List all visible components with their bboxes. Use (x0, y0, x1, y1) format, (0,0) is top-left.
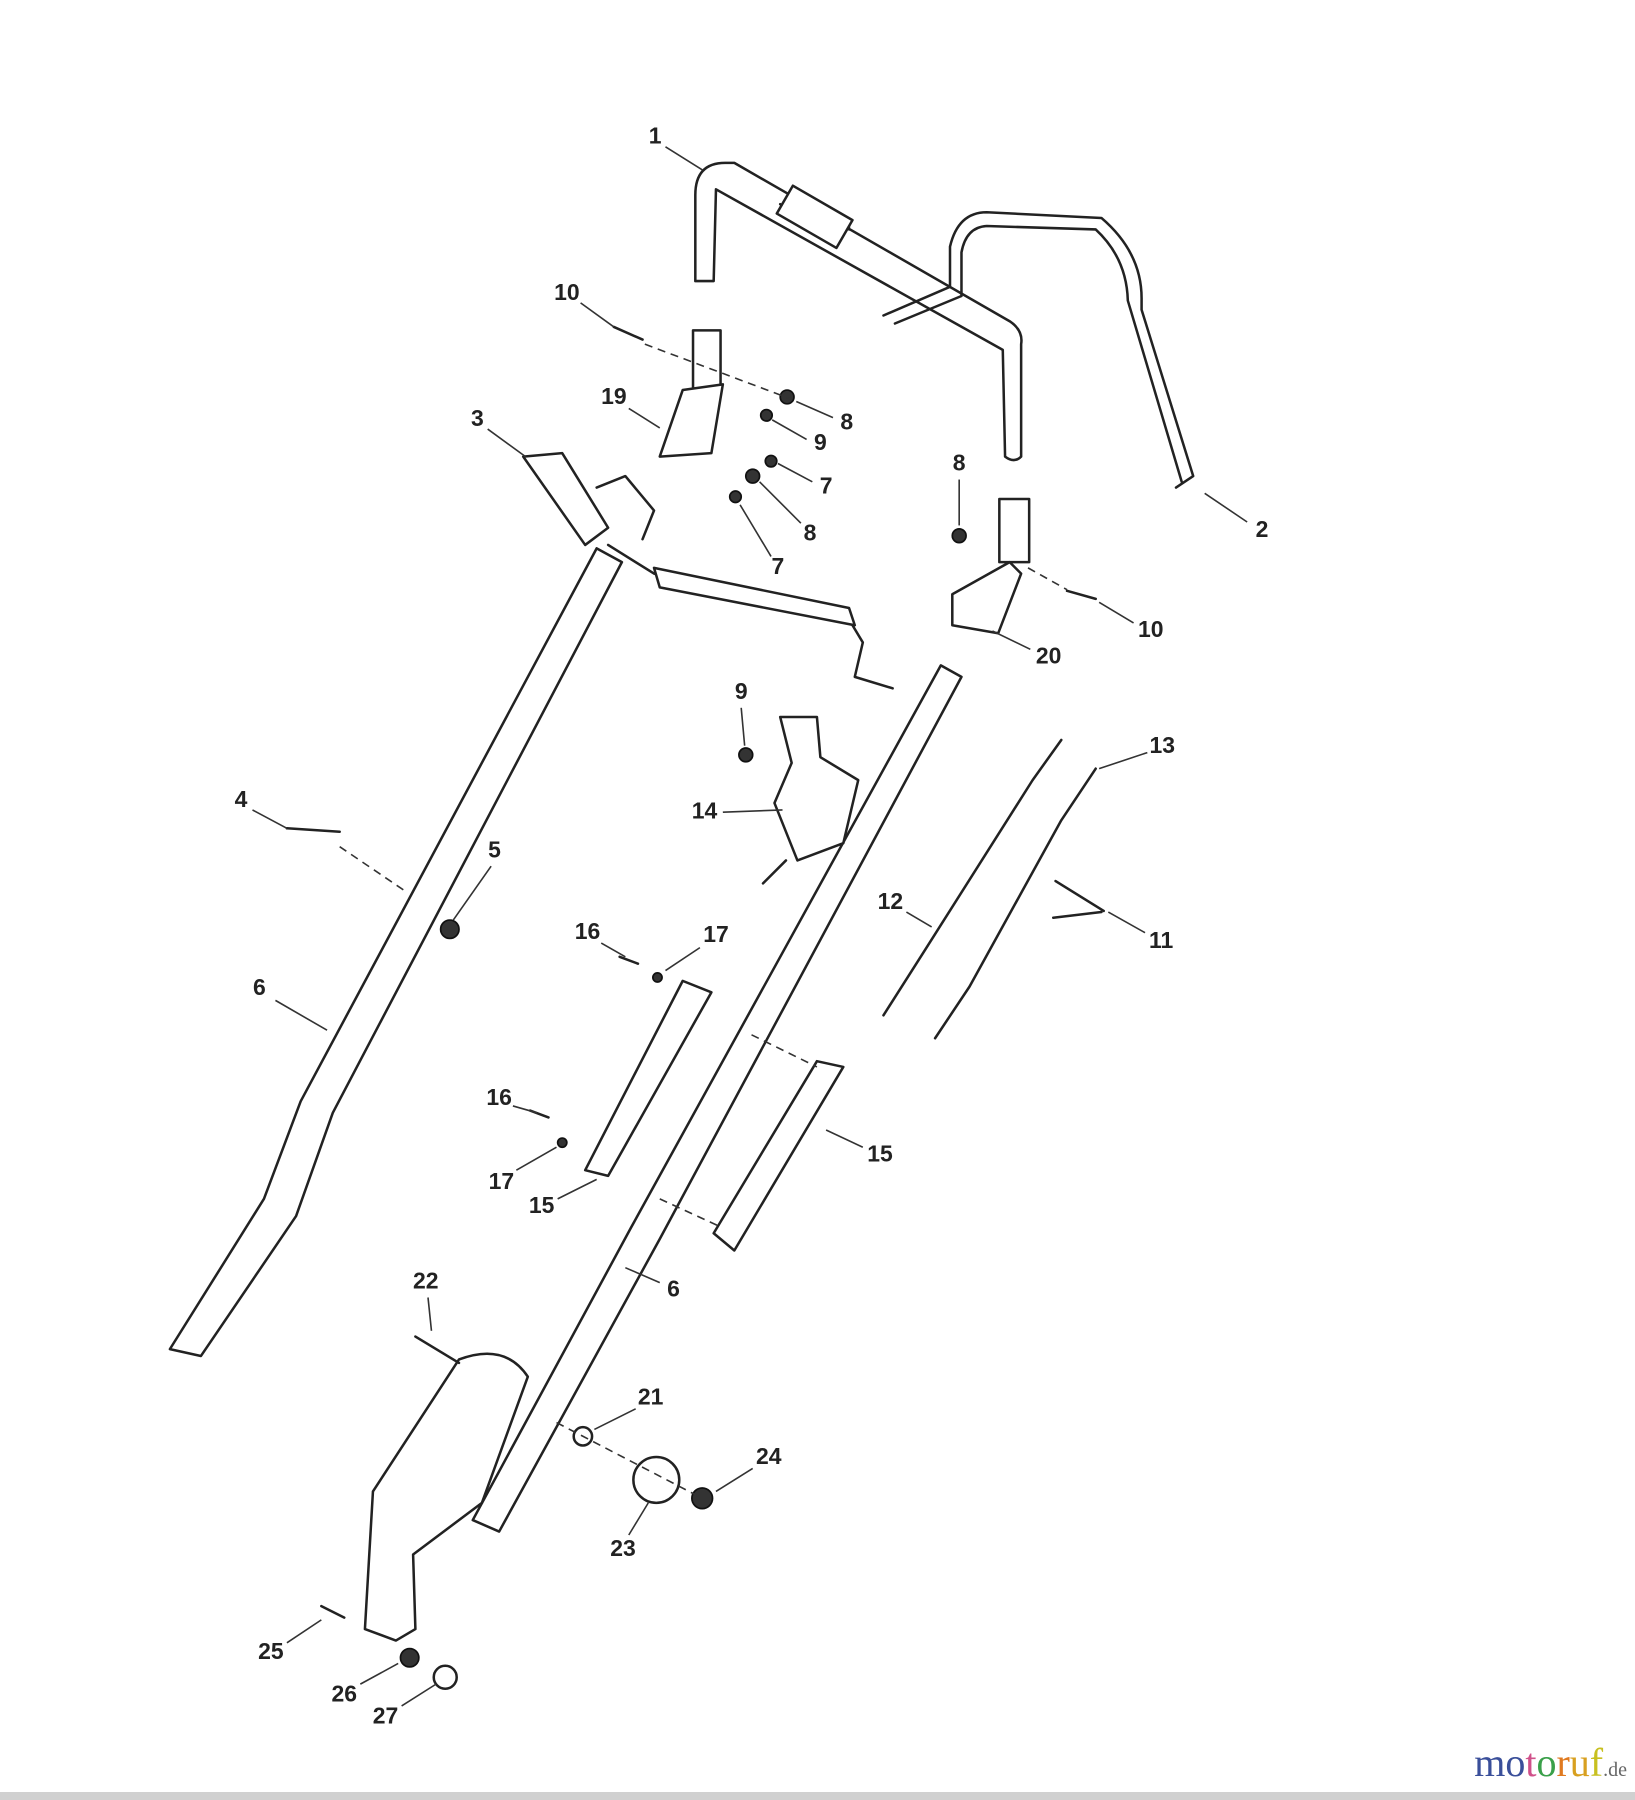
callout-4: 4 (235, 786, 288, 830)
svg-text:14: 14 (692, 797, 718, 823)
callout-6b: 6 (625, 1266, 680, 1302)
callout-8c: 8 (953, 450, 966, 526)
callout-5: 5 (452, 836, 501, 921)
callout-7b: 7 (739, 504, 785, 579)
svg-text:9: 9 (814, 429, 827, 455)
callout-19: 19 (601, 383, 661, 429)
svg-text:7: 7 (772, 553, 785, 579)
svg-text:10: 10 (1138, 616, 1164, 642)
svg-text:6: 6 (667, 1276, 680, 1302)
svg-text:22: 22 (413, 1268, 439, 1294)
svg-text:8: 8 (804, 520, 817, 546)
engine-control-lever (521, 451, 894, 690)
svg-text:21: 21 (638, 1384, 664, 1410)
callout-15b: 15 (529, 1178, 598, 1218)
callout-10b: 10 (1098, 601, 1164, 642)
callout-25: 25 (258, 1619, 322, 1664)
callout-17a: 17 (665, 921, 729, 972)
callout-24: 24 (715, 1443, 782, 1493)
svg-text:11: 11 (1149, 927, 1173, 953)
svg-text:20: 20 (1036, 642, 1062, 668)
callout-16a: 16 (575, 918, 626, 958)
hardware (285, 325, 1105, 1690)
callout-13: 13 (1098, 732, 1175, 770)
handle-clamp-right (951, 497, 1031, 635)
callout-27: 27 (373, 1683, 437, 1728)
callouts: 1 2 3 4 5 6 6 7 7 8 8 8 9 9 10 10 11 12 … (235, 123, 1269, 1729)
callout-11: 11 (1107, 911, 1173, 953)
callout-26: 26 (332, 1662, 399, 1707)
callout-7a: 7 (777, 462, 833, 499)
svg-text:13: 13 (1149, 732, 1175, 758)
bail-lever (882, 210, 1195, 489)
callout-3: 3 (471, 405, 527, 458)
cable-guide-rear (583, 979, 713, 1178)
upper-handle-bar (694, 161, 1023, 462)
callout-8b: 8 (758, 481, 817, 546)
svg-text:6: 6 (253, 974, 266, 1000)
svg-text:15: 15 (529, 1192, 555, 1218)
callout-10a: 10 (554, 279, 615, 328)
callout-12: 12 (878, 888, 933, 928)
callout-22: 22 (413, 1268, 439, 1331)
lower-handle-tube-left (168, 547, 624, 1358)
callout-9a: 9 (771, 419, 827, 455)
assembly-lines (339, 343, 1068, 1499)
svg-text:7: 7 (820, 473, 833, 499)
svg-text:10: 10 (554, 279, 580, 305)
bottom-border (0, 1792, 1635, 1800)
callout-9b: 9 (735, 678, 748, 746)
callout-23: 23 (610, 1502, 649, 1561)
svg-text:23: 23 (610, 1535, 636, 1561)
callout-2: 2 (1204, 492, 1269, 542)
svg-text:16: 16 (575, 918, 601, 944)
callout-20: 20 (992, 630, 1062, 668)
svg-text:17: 17 (489, 1168, 515, 1194)
callout-15a: 15 (825, 1129, 893, 1166)
rear-bracket (363, 1352, 530, 1642)
callout-1: 1 (649, 123, 703, 171)
svg-text:26: 26 (332, 1681, 358, 1707)
callout-16b: 16 (486, 1084, 538, 1114)
callout-6a: 6 (253, 974, 328, 1031)
svg-text:17: 17 (703, 921, 729, 947)
svg-text:16: 16 (486, 1084, 512, 1110)
callout-17b: 17 (489, 1146, 557, 1194)
svg-text:8: 8 (840, 408, 853, 434)
svg-text:19: 19 (601, 383, 627, 409)
motoruf-logo[interactable]: motoruf.de (1474, 1740, 1627, 1785)
control-cables (882, 738, 1103, 1040)
cable-guide-front (712, 1059, 845, 1252)
svg-text:15: 15 (867, 1140, 893, 1166)
throttle-control (761, 715, 860, 885)
callout-21: 21 (594, 1384, 664, 1431)
svg-text:24: 24 (756, 1443, 782, 1469)
svg-text:1: 1 (649, 123, 662, 149)
callout-14: 14 (692, 797, 783, 823)
lower-handle-tube-right (471, 664, 963, 1533)
svg-text:25: 25 (258, 1638, 284, 1664)
svg-text:9: 9 (735, 678, 748, 704)
svg-text:5: 5 (488, 836, 501, 862)
svg-text:8: 8 (953, 450, 966, 476)
svg-text:27: 27 (373, 1702, 399, 1728)
svg-text:3: 3 (471, 405, 484, 431)
handle-clamp-left (658, 329, 725, 458)
callout-8a: 8 (795, 400, 853, 434)
svg-text:2: 2 (1256, 516, 1269, 542)
svg-text:4: 4 (235, 786, 248, 812)
svg-text:12: 12 (878, 888, 904, 914)
